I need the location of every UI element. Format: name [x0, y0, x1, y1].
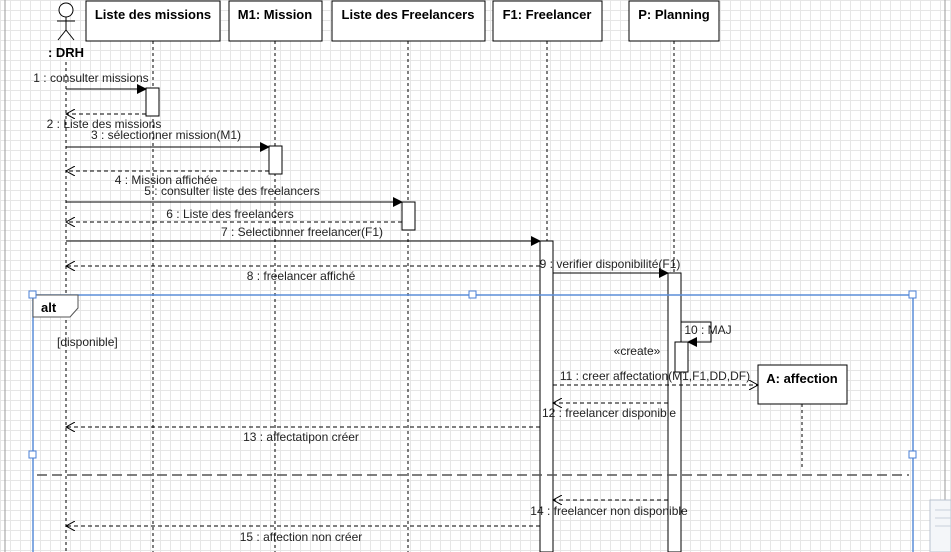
actor-head-icon [58, 2, 74, 18]
message-6-label[interactable]: 6 : Liste des freelancers [166, 207, 293, 221]
message-3-label[interactable]: 3 : sélectionner mission(M1) [91, 128, 241, 142]
actor-drh[interactable]: : DRH [48, 2, 84, 60]
alt-operator-label: alt [41, 300, 57, 315]
activation-bars [145, 87, 689, 552]
lifeline-liste-missions[interactable]: Liste des missions [85, 0, 221, 42]
lifeline-f1-freelancer-label: F1: Freelancer [503, 7, 592, 22]
alt-guard-label: [disponible] [57, 335, 118, 349]
lifeline-m1-mission-label: M1: Mission [238, 7, 312, 22]
lifeline-m1-mission[interactable]: M1: Mission [228, 0, 323, 42]
lifeline-f1-freelancer[interactable]: F1: Freelancer [492, 0, 603, 42]
message-7-label[interactable]: 7 : Selectionner freelancer(F1) [221, 225, 383, 239]
alt-fragment[interactable]: alt [disponible] [28, 290, 917, 552]
message-13-label[interactable]: 13 : affectatipon créer [243, 430, 359, 444]
lifeline-p-planning[interactable]: P: Planning [628, 0, 720, 42]
message-11-label[interactable]: 11 : creer affectation(M1,F1,DD,DF) [560, 369, 750, 383]
message-4-label[interactable]: 4 : Mission affichée [115, 173, 218, 187]
lifeline-liste-freelancers-label: Liste des Freelancers [342, 7, 475, 22]
minimap-thumbnail[interactable] [929, 499, 951, 552]
lifeline-liste-freelancers[interactable]: Liste des Freelancers [331, 0, 486, 42]
lifeline-dashes [65, 41, 803, 552]
created-object-label: A: affection [766, 371, 838, 386]
create-stereotype-label: «create» [614, 344, 661, 358]
message-15-label[interactable]: 15 : affection non créer [240, 530, 363, 544]
message-12-label[interactable]: 12 : freelancer disponible [542, 406, 676, 420]
message-10-label[interactable]: 10 : MAJ [684, 323, 731, 337]
message-9-label[interactable]: 9 : verifier disponibilité(F1) [540, 257, 681, 271]
selection-handles[interactable] [28, 290, 917, 459]
lifeline-liste-missions-label: Liste des missions [95, 7, 211, 22]
actor-label: : DRH [48, 45, 84, 60]
message-labels: 1 : consulter missions 2 : Liste des mis… [33, 71, 750, 544]
message-14-label[interactable]: 14 : freelancer non disponible [530, 504, 688, 518]
lifeline-p-planning-label: P: Planning [638, 7, 710, 22]
message-8-label[interactable]: 8 : freelancer affiché [247, 269, 356, 283]
message-2-label[interactable]: 2 : Liste des missions [47, 117, 162, 131]
message-lines [66, 84, 758, 526]
message-1-label[interactable]: 1 : consulter missions [33, 71, 148, 85]
created-object-affection[interactable]: A: affection [757, 364, 848, 405]
message-5-label[interactable]: 5 : consulter liste des freelancers [144, 184, 319, 198]
